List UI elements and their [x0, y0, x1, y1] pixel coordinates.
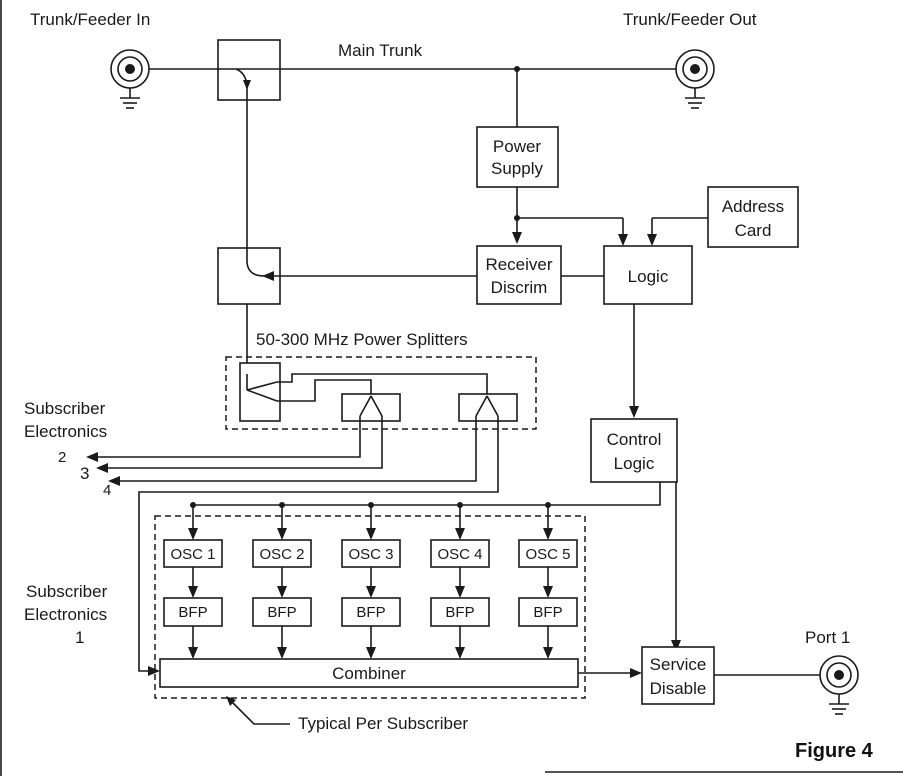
output-4-label: 4 — [103, 482, 111, 499]
splitter-3 — [458, 393, 518, 422]
oscillator-label: OSC 5 — [525, 546, 570, 563]
svg-text:Logic: Logic — [614, 454, 655, 473]
svg-text:Disable: Disable — [650, 679, 707, 698]
svg-text:Supply: Supply — [491, 159, 543, 178]
output-3-label: 3 — [80, 464, 89, 483]
oscillator-block-2: OSC 2 — [252, 539, 312, 568]
receiver-discrim-block: Receiver Discrim — [476, 245, 562, 305]
oscillator-label: OSC 3 — [348, 546, 393, 563]
typical-subscriber-group — [154, 515, 586, 699]
oscillator-label: OSC 1 — [170, 546, 215, 563]
port-1-label: Port 1 — [805, 628, 850, 647]
svg-text:Address: Address — [722, 197, 784, 216]
trunk-out-label: Trunk/Feeder Out — [623, 10, 757, 29]
filter-block-2: BFP — [252, 597, 312, 627]
power-supply-block: Power Supply — [476, 126, 559, 188]
oscillator-block-4: OSC 4 — [430, 539, 490, 568]
sub-elec-bottom-label-1: Subscriber — [26, 582, 108, 601]
logic-block: Logic — [603, 245, 693, 305]
output-2-label: 2 — [58, 449, 66, 466]
filter-block-4: BFP — [430, 597, 490, 627]
oscillator-block-3: OSC 3 — [341, 539, 401, 568]
splitter-2 — [341, 393, 401, 422]
svg-text:Receiver: Receiver — [485, 255, 552, 274]
filter-label: BFP — [267, 604, 296, 621]
svg-text:Service: Service — [650, 655, 707, 674]
svg-text:Card: Card — [735, 221, 772, 240]
filter-block-5: BFP — [518, 597, 578, 627]
svg-text:Logic: Logic — [628, 267, 669, 286]
port-1-connector-icon — [819, 655, 859, 715]
oscillator-chains: OSC 1 BFP OSC 2 BFP OSC 3 BFP OSC 4 BFP OSC 5 BFP — [163, 502, 578, 659]
sub-elec-bottom-label-3: 1 — [75, 628, 84, 647]
service-disable-block: Service Disable — [641, 646, 715, 705]
filter-label: BFP — [178, 604, 207, 621]
trunk-in-connector-icon — [110, 49, 150, 109]
combiner-block: Combiner — [159, 658, 579, 688]
oscillator-label: OSC 2 — [259, 546, 304, 563]
figure-label: Figure 4 — [795, 740, 874, 762]
filter-label: BFP — [356, 604, 385, 621]
sub-elec-top-label-1: Subscriber — [24, 399, 106, 418]
sub-elec-top-label-2: Electronics — [24, 422, 107, 441]
filter-block-3: BFP — [341, 597, 401, 627]
filter-label: BFP — [533, 604, 562, 621]
oscillator-block-1: OSC 1 — [163, 539, 223, 568]
control-logic-block: Control Logic — [590, 418, 678, 483]
trunk-out-connector-icon — [675, 49, 715, 109]
splitters-label: 50-300 MHz Power Splitters — [256, 330, 468, 349]
filter-label: BFP — [445, 604, 474, 621]
splitters-group — [225, 356, 537, 430]
address-card-block: Address Card — [707, 186, 799, 248]
filter-block-1: BFP — [163, 597, 223, 627]
trunk-in-label: Trunk/Feeder In — [30, 10, 150, 29]
coupler-top — [217, 39, 281, 101]
svg-text:Control: Control — [607, 430, 662, 449]
oscillator-block-5: OSC 5 — [518, 539, 578, 568]
sub-elec-bottom-label-2: Electronics — [24, 605, 107, 624]
typical-label: Typical Per Subscriber — [298, 714, 468, 733]
splitter-1 — [239, 362, 281, 422]
oscillator-label: OSC 4 — [437, 546, 482, 563]
svg-text:Discrim: Discrim — [491, 278, 548, 297]
svg-text:Power: Power — [493, 137, 542, 156]
main-trunk-label: Main Trunk — [338, 41, 423, 60]
svg-text:Combiner: Combiner — [332, 664, 406, 683]
